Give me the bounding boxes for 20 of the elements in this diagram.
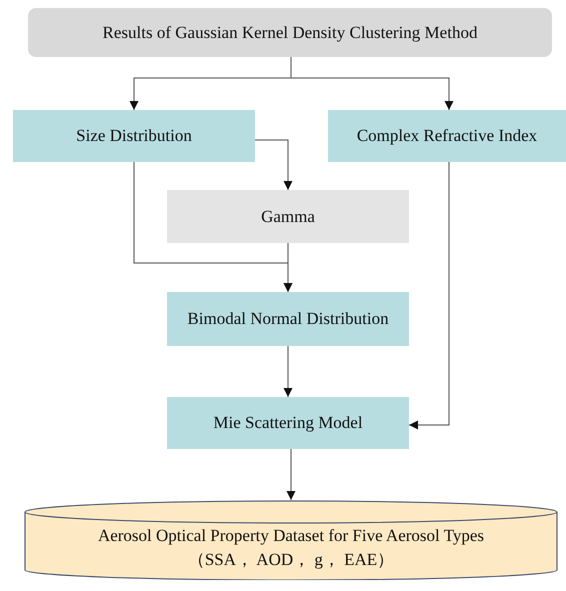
node-label: Bimodal Normal Distribution: [186, 308, 390, 330]
process-box: [28, 8, 552, 57]
process-box: [167, 190, 409, 243]
node-label: Gamma: [260, 206, 316, 228]
process-box: [328, 110, 566, 162]
arrow: [284, 346, 292, 398]
arrow: [290, 56, 454, 110]
node-label: Complex Refractive Index: [356, 125, 538, 147]
node-label: Mie Scattering Model: [212, 412, 364, 434]
node-label: Size Distribution: [75, 125, 193, 147]
process-box: [13, 110, 255, 162]
arrow: [284, 242, 292, 292]
process-box: [167, 397, 409, 449]
process-box: [167, 292, 409, 346]
node-label: Results of Gaussian Kernel Density Clustering Method: [102, 22, 478, 44]
arrow: [254, 140, 292, 190]
arrow: [286, 448, 296, 500]
database-cylinder: [24, 500, 558, 580]
arrow: [408, 162, 450, 430]
node-label: Aerosol Optical Property Dataset for Five Aerosol Types （SSA， AOD， g， EAE）: [96, 525, 486, 571]
